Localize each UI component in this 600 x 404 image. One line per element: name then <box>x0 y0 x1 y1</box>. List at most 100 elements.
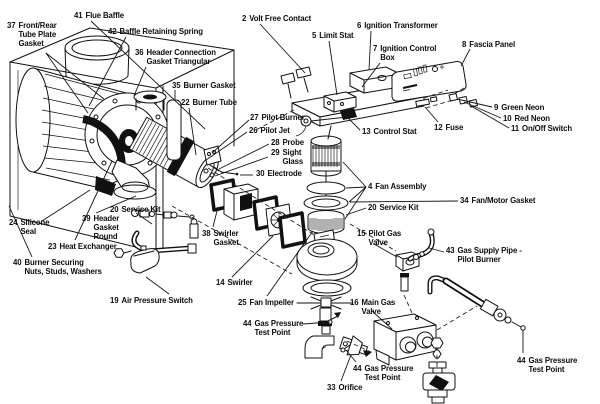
part-number: 14 <box>216 278 225 287</box>
part-number: 43 <box>446 246 455 255</box>
leader-line-19 <box>145 276 170 295</box>
leader-line-6 <box>368 30 372 71</box>
part-number: 30 <box>256 169 265 178</box>
leader-line-8 <box>460 48 471 67</box>
burner-gasket-drawing <box>166 99 182 161</box>
part-name: Flue Baffle <box>85 11 124 20</box>
part-number: 12 <box>434 123 443 132</box>
leader-line-15 <box>373 243 398 258</box>
part-number: 39 <box>82 214 91 223</box>
swirler-gasket-3 <box>278 211 307 249</box>
limit-stat-drawing <box>323 91 357 113</box>
leader-line-25 <box>266 230 314 297</box>
leader-line-16 <box>371 310 393 330</box>
alignment-dashed-lines <box>171 87 478 370</box>
part-name: Service Kit <box>121 205 161 214</box>
swirler-assembly-drawing <box>209 178 307 249</box>
gas-pressure-test-point-c <box>520 325 526 331</box>
part-name: Main Gas Valve <box>361 298 396 317</box>
part-number: 20 <box>368 203 377 212</box>
leader-line-9 <box>456 98 493 108</box>
part-number: 36 <box>135 48 144 57</box>
leader-line-4 <box>345 186 367 189</box>
part-number: 29 <box>271 148 280 157</box>
part-name: Fan Impeller <box>249 298 294 307</box>
part-number: 16 <box>350 298 359 307</box>
part-number: 9 <box>494 103 499 112</box>
leader-line-2 <box>259 23 306 74</box>
leader-line-26 <box>205 131 248 161</box>
part-number: 26 <box>249 126 258 135</box>
part-name: Red Neon <box>514 114 550 123</box>
leader-line-37 <box>45 52 105 100</box>
part-number: 5 <box>312 31 317 40</box>
leader-line-34 <box>349 200 459 203</box>
part-name: Probe <box>282 138 304 147</box>
gas-inlet-pipe-drawing <box>427 275 526 331</box>
part-number: 19 <box>110 296 119 305</box>
volt-free-contact-drawing <box>295 66 312 79</box>
leader-line-12 <box>424 106 439 123</box>
part-name: Fan Assembly <box>375 182 427 191</box>
leader-line-28 <box>218 143 270 170</box>
part-name: Orifice <box>338 383 363 392</box>
leader-line-29 <box>214 156 269 177</box>
leader-line-38 <box>212 206 219 228</box>
part-name: Gas Pressure Test Point <box>364 364 414 383</box>
part-name: Burner Securing Nuts, Studs, Washers <box>24 258 102 277</box>
leader-line-40 <box>8 205 33 258</box>
pilot-gas-supply-pipe-drawing <box>407 228 435 262</box>
part-name: Swirler Gasket <box>213 229 239 248</box>
leader-line-20-left <box>135 212 153 225</box>
heat-exchanger-drawing <box>15 67 170 200</box>
part-name: Front/Rear Tube Plate Gasket <box>18 21 57 49</box>
part-name: Gas Supply Pipe - Pilot Burner <box>457 246 522 265</box>
control-bracket-drawing <box>280 66 425 140</box>
part-number: 23 <box>48 242 57 251</box>
fan-assembly-drawing <box>296 135 358 310</box>
part-name: Electrode <box>267 169 302 178</box>
leader-line-41 <box>90 20 206 130</box>
part-name: Fan/Motor Gasket <box>471 196 536 205</box>
part-number: 38 <box>202 229 211 238</box>
leader-line-4 <box>348 186 367 203</box>
gas-pressure-test-point-b <box>340 347 346 353</box>
fuse-drawing <box>415 96 438 107</box>
part-name: Gas Pressure Test Point <box>528 356 578 375</box>
part-number: 25 <box>238 298 247 307</box>
part-name: Header Connection Gasket Triangular <box>146 48 216 67</box>
part-number: 10 <box>503 114 512 123</box>
part-name: Fuse <box>445 123 464 132</box>
leader-line-14 <box>231 235 274 278</box>
part-number: 42 <box>108 27 117 36</box>
fan-motor-gasket-drawing <box>303 195 349 211</box>
part-name: On/Off Switch <box>522 124 572 133</box>
leader-line-44-b <box>345 349 357 363</box>
part-number: 13 <box>362 127 371 136</box>
part-name: Green Neon <box>501 103 545 112</box>
part-name: Swirler <box>227 278 253 287</box>
part-name: Pilot Jet <box>260 126 290 135</box>
leader-line-22 <box>188 107 197 156</box>
